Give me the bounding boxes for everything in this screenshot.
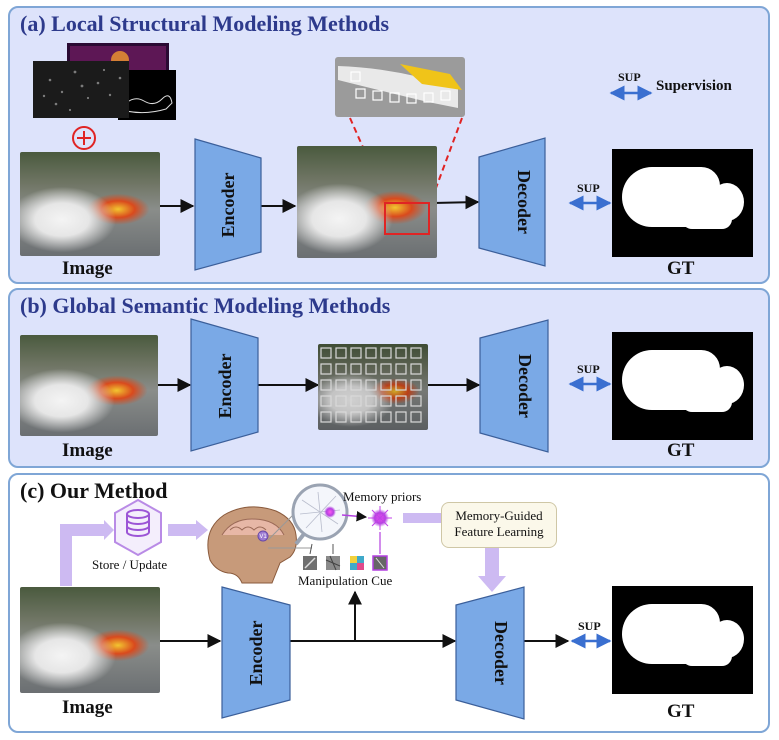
- memory-prior-star-icon: [368, 506, 392, 530]
- gt-label-b: GT: [667, 440, 695, 461]
- zoom-dash-left: [349, 117, 389, 205]
- feature-grid-image-b: [318, 344, 428, 430]
- decoder-block-b: [479, 319, 549, 453]
- red-plus-icon: [72, 126, 96, 150]
- image-label-c: Image: [62, 697, 113, 718]
- priors-arrow: [341, 510, 368, 522]
- input-image-b: [20, 335, 158, 436]
- encoder-label-b: Encoder: [215, 353, 235, 418]
- decoder-block-a: [478, 137, 546, 267]
- sup-tag-b: SUP: [577, 362, 600, 376]
- encoder-label-a: Encoder: [218, 172, 238, 237]
- feature-maps-stack: [33, 43, 176, 120]
- flow-guided-arrowhead: [478, 576, 506, 592]
- decoder-label-a: Decoder: [514, 170, 534, 234]
- memory-guided-line2: Feature Learning: [454, 524, 544, 539]
- memory-priors-label: Memory priors: [343, 489, 422, 504]
- store-flow-arrowhead: [104, 520, 114, 540]
- gt-label-c: GT: [667, 701, 695, 722]
- encoder-block-c: [221, 586, 291, 719]
- panel-b-title: (b) Global Semantic Modeling Methods: [20, 293, 391, 318]
- gt-mask-b: [612, 332, 753, 440]
- zoom-inset: [335, 57, 465, 117]
- gt-mask-a: [612, 149, 753, 257]
- decoder-label-b: Decoder: [515, 354, 535, 418]
- panel-c-background: [8, 473, 770, 733]
- decoder-block-c: [455, 586, 525, 720]
- manipulation-cue-label: Manipulation Cue: [298, 573, 393, 588]
- memory-guided-feature-learning-box: Memory-Guided Feature Learning: [441, 502, 557, 548]
- panel-c-title: (c) Our Method: [20, 478, 168, 503]
- monkey-brain-icon: [207, 506, 297, 584]
- database-icon: [114, 498, 162, 557]
- image-label-b: Image: [62, 440, 113, 461]
- input-image-c: [20, 587, 160, 693]
- magnifier-icon: [267, 483, 349, 549]
- panel-a-title: (a) Local Structural Modeling Methods: [20, 11, 390, 36]
- local-region-box: [384, 202, 430, 235]
- flow-db-arrowhead: [196, 520, 208, 540]
- memory-guided-line1: Memory-Guided: [455, 508, 543, 523]
- sup-tag-a: SUP: [577, 181, 600, 195]
- global-patch-grid: [320, 347, 422, 423]
- decoder-label-c: Decoder: [491, 621, 511, 685]
- input-image-a: [20, 152, 160, 256]
- v1-label: V1: [259, 534, 267, 540]
- encoder-label-c: Encoder: [246, 620, 266, 685]
- store-update-label: Store / Update: [92, 557, 168, 572]
- image-label-a: Image: [62, 258, 113, 279]
- encoder-block-a: [194, 138, 262, 271]
- legend-sup-tag: SUP: [618, 70, 641, 84]
- manipulation-cue-tiles: [303, 532, 388, 571]
- encoder-block-b: [190, 318, 259, 452]
- zoom-dash-right: [429, 117, 463, 205]
- gt-label-a: GT: [667, 258, 695, 279]
- store-flow-arrow: [60, 524, 104, 586]
- legend-supervision-label: Supervision: [656, 78, 732, 94]
- arrow-feature-to-decoder-a: [432, 195, 480, 210]
- sup-tag-c: SUP: [578, 619, 601, 633]
- gt-mask-c: [612, 586, 753, 694]
